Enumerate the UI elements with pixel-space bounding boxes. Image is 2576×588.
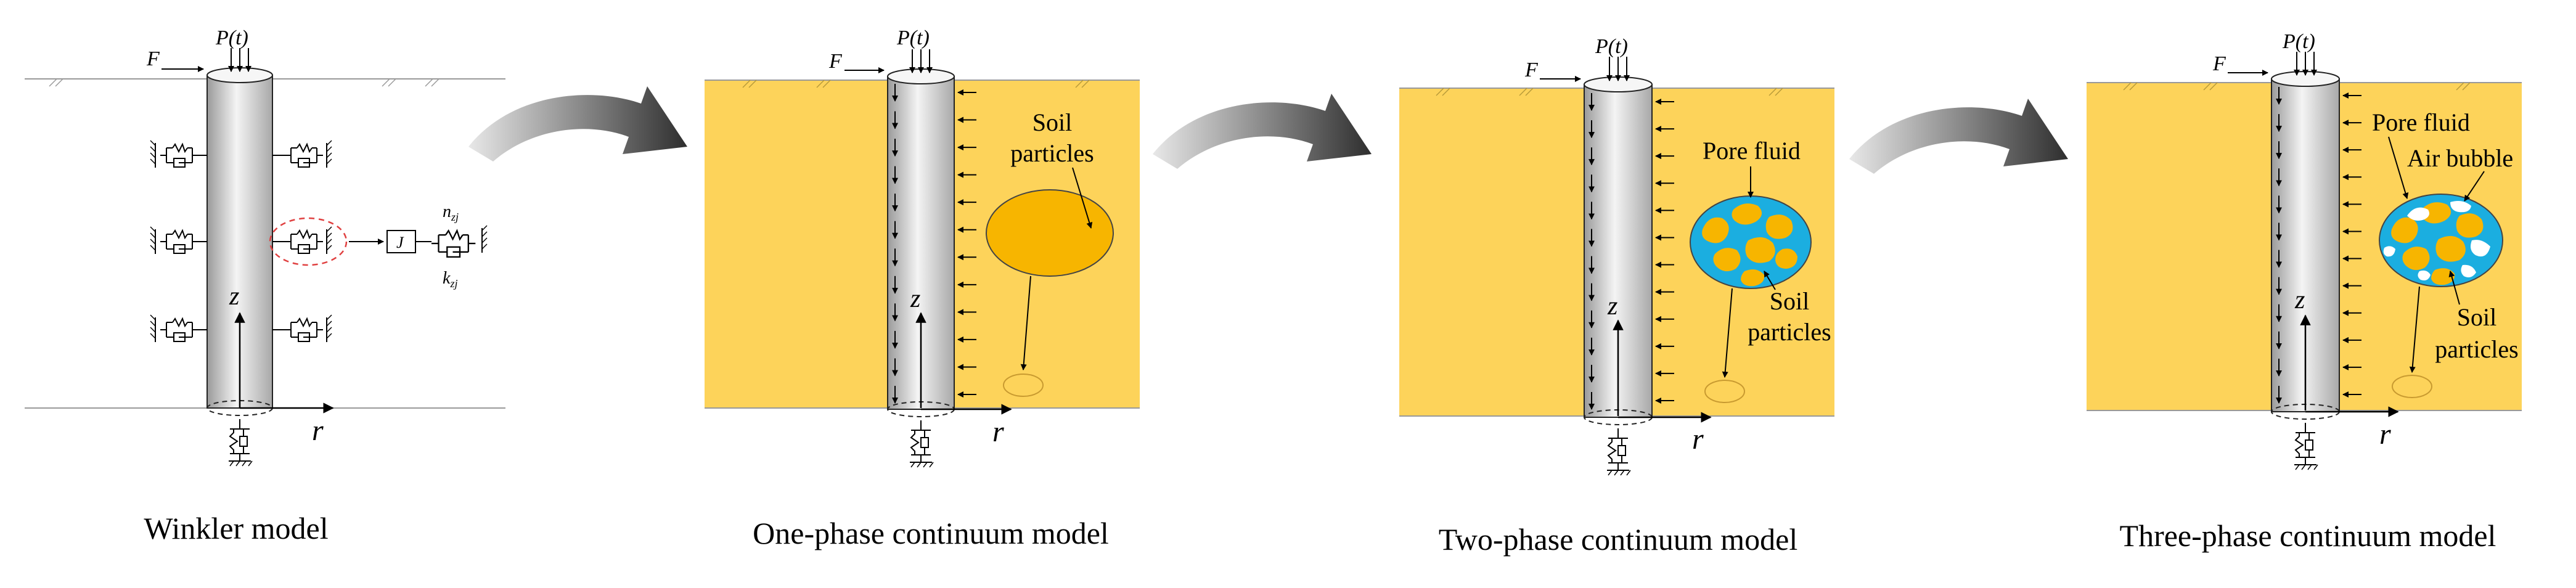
vertical-load-arrows [1606,57,1630,81]
caption-winkler: Winkler model [144,511,328,545]
base-support [1606,428,1631,476]
force-label: F [146,47,160,70]
svg-text:J: J [396,234,404,251]
load-label: P(t) [215,27,248,49]
three-phase-zoom [2379,194,2503,287]
soil-particle-zoom [986,189,1114,277]
spring-label: kzj [443,269,457,290]
soil-sample-marker [1704,380,1745,403]
soil-label-line1: Soil [1770,287,1809,315]
vertical-load-arrows [909,49,933,73]
caption-two-phase: Two-phase continuum model [1439,522,1798,557]
soil-reaction-arrows [957,89,976,398]
left-springs [150,140,207,343]
transition-arrow-3 [1849,99,2068,174]
soil-label-line2: particles [1010,139,1094,167]
r-label: r [2379,418,2391,451]
soil-sample-marker [2392,375,2432,398]
air-bubble-label: Air bubble [2407,144,2513,172]
base-support [2294,422,2318,470]
soil-label-line2: particles [2435,335,2519,363]
soil-sample-marker [1003,374,1044,397]
load-label: P(t) [896,27,930,49]
z-label: z [910,285,920,313]
soil-reaction-arrows [2342,92,2361,398]
vertical-load-arrows [2294,52,2317,76]
r-label: r [1692,423,1704,455]
soil-label-line1: Soil [2457,303,2496,331]
transition-arrows [468,86,2068,174]
soil-label-line1: Soil [1032,108,1072,136]
two-phase-zoom [1690,195,1812,289]
r-label: r [992,415,1004,448]
base-support [909,420,934,468]
pore-fluid-label: Pore fluid [1703,137,1801,165]
panel-two-phase: P(t) F z r Pore fluid Soil particles [1399,35,1834,557]
pore-fluid-label: Pore fluid [2372,108,2470,136]
base-support [228,419,253,467]
transition-arrow-2 [1153,94,1372,169]
vertical-load-arrows [228,48,251,72]
force-label: F [2212,52,2226,75]
force-label: F [828,50,843,73]
r-label: r [312,414,324,447]
panel-three-phase: P(t) F z r [2087,30,2522,553]
load-label: P(t) [1595,35,1628,58]
soil-label-line2: particles [1748,318,1831,346]
ground-hatch [49,78,440,87]
z-label: z [229,282,239,311]
transition-arrow-1 [468,86,687,161]
highlight-ellipse [269,217,348,266]
z-label: z [1607,292,1617,321]
panel-one-phase: P(t) F z r Soil particles One-phase cont… [705,27,1140,550]
fractional-element-detail: J [386,225,488,258]
load-label: P(t) [2282,30,2315,53]
damper-label: nzj [443,202,459,223]
panel-winkler: P(t) F [25,27,505,545]
caption-one-phase: One-phase continuum model [753,516,1109,550]
force-label: F [1524,59,1539,81]
right-springs [272,140,332,343]
caption-three-phase: Three-phase continuum model [2120,518,2496,553]
soil-reaction-arrows [1655,99,1674,404]
z-label: z [2294,286,2305,314]
